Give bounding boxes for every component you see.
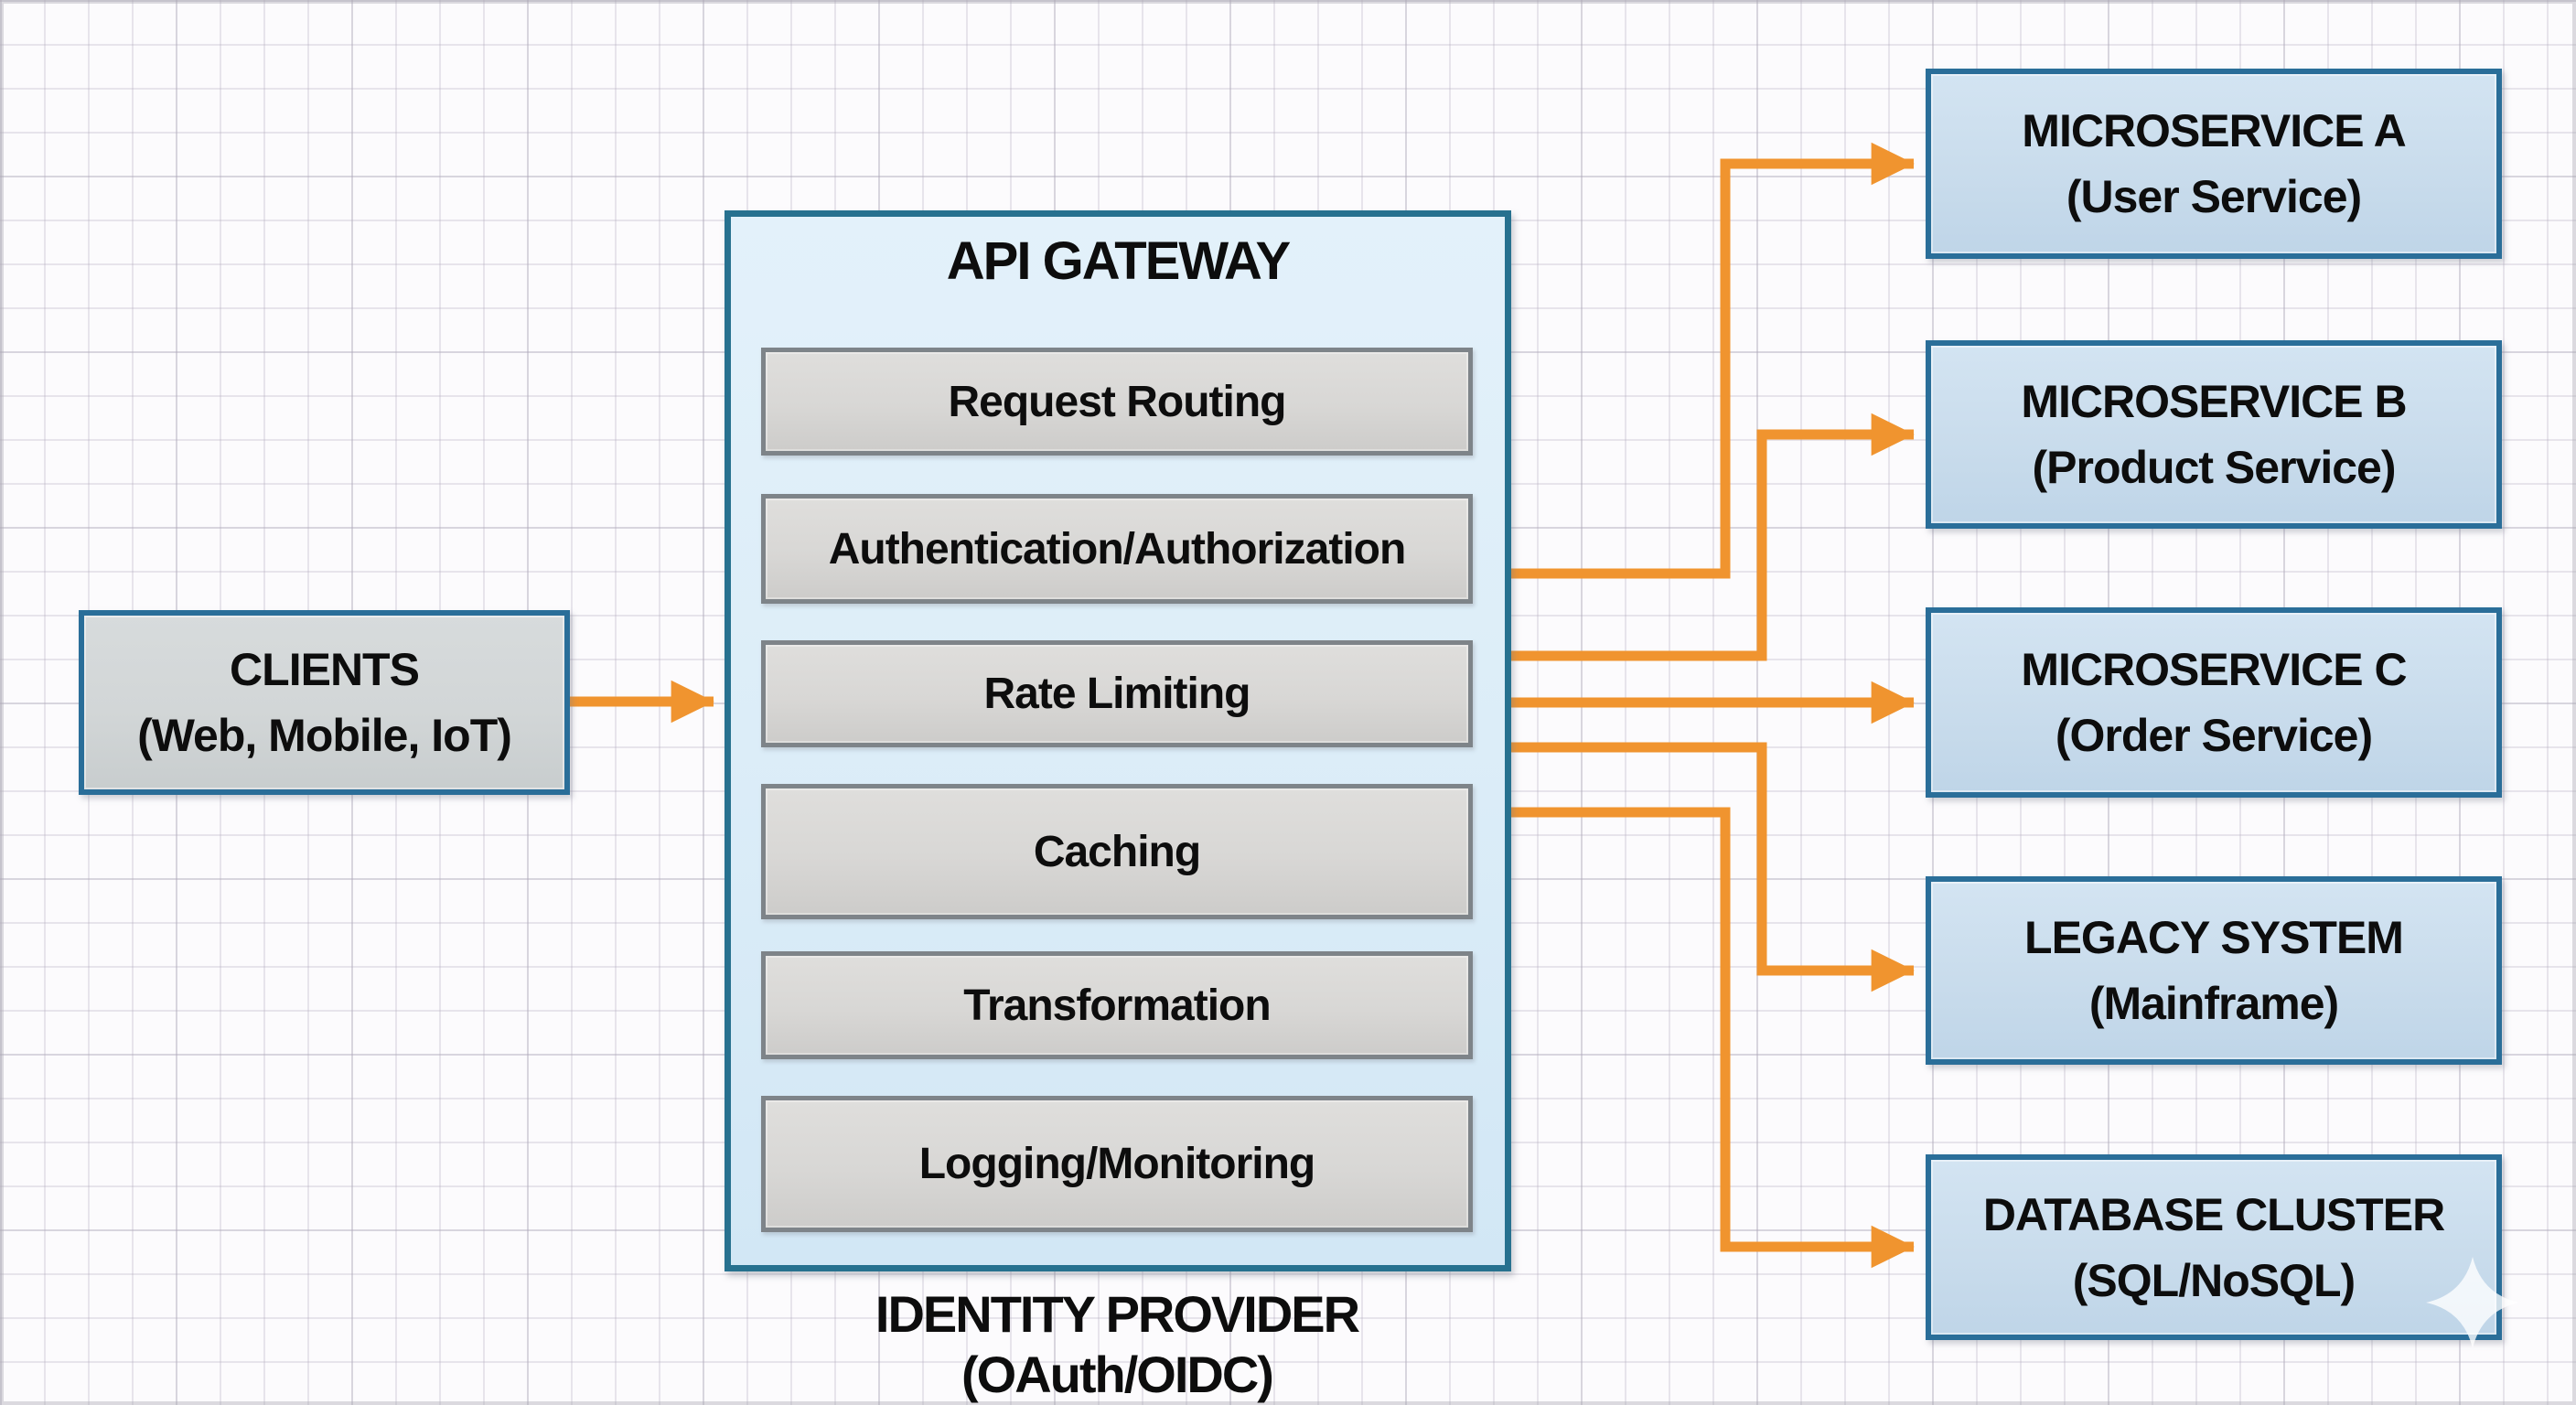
feature-label: Caching: [1033, 827, 1201, 876]
feature-label: Authentication/Authorization: [828, 524, 1407, 574]
microservice-a-node: MICROSERVICE A (User Service): [1926, 69, 2502, 259]
feature-label: Request Routing: [948, 377, 1287, 426]
gateway-feature-caching: Caching: [761, 784, 1473, 919]
feature-label: Rate Limiting: [983, 670, 1250, 718]
connector-gateway-to-microservice-b: [1511, 413, 1915, 661]
api-gateway-title: API GATEWAY: [946, 231, 1291, 291]
gateway-feature-request-routing: Request Routing: [761, 348, 1473, 456]
target-title: LEGACY SYSTEM: [2024, 912, 2404, 963]
clients-node: CLIENTS (Web, Mobile, IoT): [79, 610, 570, 795]
connector-gateway-to-database-cluster: [1511, 807, 1915, 1269]
database-cluster-node: DATABASE CLUSTER (SQL/NoSQL): [1926, 1154, 2502, 1340]
gateway-feature-logging-monitoring: Logging/Monitoring: [761, 1096, 1473, 1232]
feature-label: Transformation: [963, 981, 1271, 1030]
target-title: MICROSERVICE C: [2021, 644, 2407, 695]
connector-gateway-to-microservice-a: [1511, 142, 1915, 579]
target-title: DATABASE CLUSTER: [1982, 1188, 2445, 1240]
identity-provider-line1: IDENTITY PROVIDER: [875, 1285, 1360, 1343]
target-title: MICROSERVICE A: [2022, 105, 2406, 156]
identity-provider-line2: (OAuth/OIDC): [961, 1346, 1274, 1403]
feature-label: Logging/Monitoring: [918, 1140, 1316, 1188]
identity-provider-caption: IDENTITY PROVIDER (OAuth/OIDC): [705, 1284, 1529, 1405]
connector-gateway-to-legacy-system: [1511, 742, 1915, 992]
gateway-feature-transformation: Transformation: [761, 951, 1473, 1059]
legacy-system-node: LEGACY SYSTEM (Mainframe): [1926, 876, 2502, 1065]
clients-title: CLIENTS: [230, 644, 420, 695]
target-subtitle: (Order Service): [2055, 710, 2373, 761]
target-title: MICROSERVICE B: [2021, 376, 2407, 427]
target-subtitle: (Product Service): [2032, 442, 2396, 493]
gateway-feature-rate-limiting: Rate Limiting: [761, 640, 1473, 747]
target-subtitle: (SQL/NoSQL): [2072, 1254, 2356, 1306]
microservice-c-node: MICROSERVICE C (Order Service): [1926, 607, 2502, 798]
target-subtitle: (Mainframe): [2088, 978, 2339, 1029]
microservice-b-node: MICROSERVICE B (Product Service): [1926, 340, 2502, 529]
target-subtitle: (User Service): [2066, 171, 2362, 222]
clients-subtitle: (Web, Mobile, IoT): [137, 710, 512, 761]
gateway-feature-authentication-authorization: Authentication/Authorization: [761, 494, 1473, 604]
